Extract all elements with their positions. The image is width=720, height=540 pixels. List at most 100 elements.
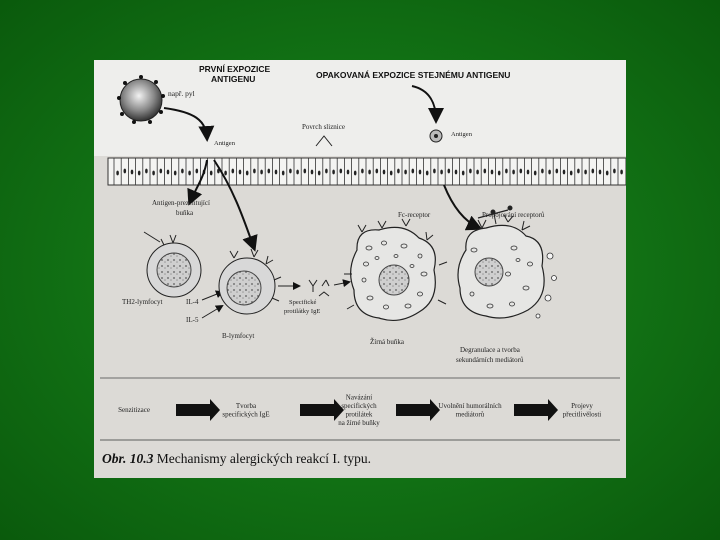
caption-number: Obr. 10.3 xyxy=(102,451,153,466)
epithelial-nucleus xyxy=(232,169,235,174)
epithelial-nucleus xyxy=(527,170,530,175)
pollen-label: např. pyl xyxy=(168,89,195,98)
flow-step-text: na žírné buňky xyxy=(338,419,380,427)
flow-step-text: Navázání xyxy=(346,393,372,401)
epithelial-nucleus xyxy=(210,171,213,176)
th2-label: TH2-lymfocyt xyxy=(122,298,162,306)
epithelial-nucleus xyxy=(354,171,357,176)
flow-step-text: Senzitizace xyxy=(118,406,150,414)
arrow-to-mast-cell-2 xyxy=(444,185,479,228)
epithelial-nucleus xyxy=(124,169,127,174)
flow-step-text: specifických xyxy=(341,402,377,410)
epithelial-nucleus xyxy=(433,169,436,174)
epithelial-nucleus xyxy=(404,170,407,175)
epithelial-nucleus xyxy=(520,169,523,174)
epithelial-nucleus xyxy=(224,171,227,176)
b-cell-label: B-lymfocyt xyxy=(222,332,254,340)
caption-text: Mechanismy alergických reakcí I. typu. xyxy=(157,451,371,466)
flow-arrow xyxy=(396,399,440,421)
epithelial-nucleus xyxy=(440,170,443,175)
epithelial-nucleus xyxy=(563,170,566,175)
epithelial-nucleus xyxy=(426,171,429,176)
flow-step-text: specifických IgE xyxy=(222,410,269,418)
header-first-exposure-1: PRVNÍ EXPOZICE xyxy=(199,64,270,74)
il5-label: IL-5 xyxy=(186,316,199,324)
arrow-ige-to-mast xyxy=(334,282,349,285)
degranulating-mast-cell xyxy=(458,206,557,318)
epithelial-nucleus xyxy=(592,169,595,174)
ige-antibodies xyxy=(309,280,329,296)
figure-caption: Obr. 10.3 Mechanismy alergických reakcí … xyxy=(102,451,371,467)
epithelial-nucleus xyxy=(383,170,386,175)
mast-cell xyxy=(344,219,447,320)
epithelial-nucleus xyxy=(268,169,271,174)
epithelial-nucleus xyxy=(340,169,343,174)
epithelial-nucleus xyxy=(548,170,551,175)
epithelial-nucleus xyxy=(260,170,263,175)
epithelium xyxy=(108,158,626,185)
epithelial-nucleus xyxy=(246,171,249,176)
epithelial-nucleus xyxy=(476,170,479,175)
epithelial-nucleus xyxy=(145,169,148,174)
epithelial-nucleus xyxy=(239,170,242,175)
flow-step-text: Projevy xyxy=(571,402,593,410)
flow-step-text: Uvolnění humorálních xyxy=(438,402,502,410)
epithelial-nucleus xyxy=(599,170,602,175)
epithelial-nucleus xyxy=(412,169,415,174)
epithelial-nucleus xyxy=(491,170,494,175)
epithelial-nucleus xyxy=(131,170,134,175)
epithelial-nucleus xyxy=(376,169,379,174)
flow-arrow xyxy=(514,399,558,421)
fc-receptor-label: Fc-receptor xyxy=(398,211,431,219)
b-lymphocyte xyxy=(219,249,281,314)
epithelial-nucleus xyxy=(390,171,393,176)
epithelial-nucleus xyxy=(196,169,199,174)
degranulation-label-2: sekundárních mediátorů xyxy=(456,356,524,364)
flow-step-text: Tvorba xyxy=(236,402,257,410)
epithelial-nucleus xyxy=(613,169,616,174)
epithelial-nucleus xyxy=(296,170,299,175)
epithelial-nucleus xyxy=(556,169,559,174)
epithelial-nucleus xyxy=(361,169,364,174)
antigen-particle-icon xyxy=(430,130,442,142)
epithelial-nucleus xyxy=(534,171,537,176)
th2-lymphocyte xyxy=(144,232,201,297)
epithelial-nucleus xyxy=(332,170,335,175)
epithelial-nucleus xyxy=(116,171,119,176)
epithelial-nucleus xyxy=(181,169,184,174)
flow-step-text: protilátek xyxy=(346,410,373,418)
epithelial-nucleus xyxy=(325,169,328,174)
epithelial-nucleus xyxy=(304,169,307,174)
epithelial-nucleus xyxy=(512,170,515,175)
epithelial-nucleus xyxy=(505,169,508,174)
epithelial-nucleus xyxy=(419,170,422,175)
mucosa-surface-label: Povrch sliznice xyxy=(302,123,345,131)
epithelial-nucleus xyxy=(577,169,580,174)
mast-cell-label: Žírná buňka xyxy=(370,338,405,346)
flow-step-text: přecitlivělosti xyxy=(563,410,602,418)
epithelial-nucleus xyxy=(311,170,314,175)
epithelial-nucleus xyxy=(160,169,163,174)
epithelial-nucleus xyxy=(455,170,458,175)
apc-label-1: Antigen-prezentující xyxy=(152,199,210,207)
epithelial-nucleus xyxy=(584,170,587,175)
epithelial-nucleus xyxy=(289,169,292,174)
arrow-il5 xyxy=(202,306,222,318)
specific-ige-label-1: Specifické xyxy=(289,299,317,306)
epithelial-nucleus xyxy=(347,170,350,175)
epithelial-nucleus xyxy=(462,171,465,176)
epithelial-nucleus xyxy=(469,169,472,174)
epithelial-nucleus xyxy=(541,169,544,174)
epithelial-nucleus xyxy=(253,169,256,174)
degranulation-label-1: Degranulace a tvorba xyxy=(460,346,521,354)
figure-scan: PRVNÍ EXPOZICE ANTIGENU OPAKOVANÁ EXPOZI… xyxy=(94,60,626,478)
epithelial-nucleus xyxy=(318,171,321,176)
arrow-il4 xyxy=(202,292,222,300)
allergy-mechanism-diagram: PRVNÍ EXPOZICE ANTIGENU OPAKOVANÁ EXPOZI… xyxy=(94,60,626,478)
flow-arrow xyxy=(176,399,220,421)
